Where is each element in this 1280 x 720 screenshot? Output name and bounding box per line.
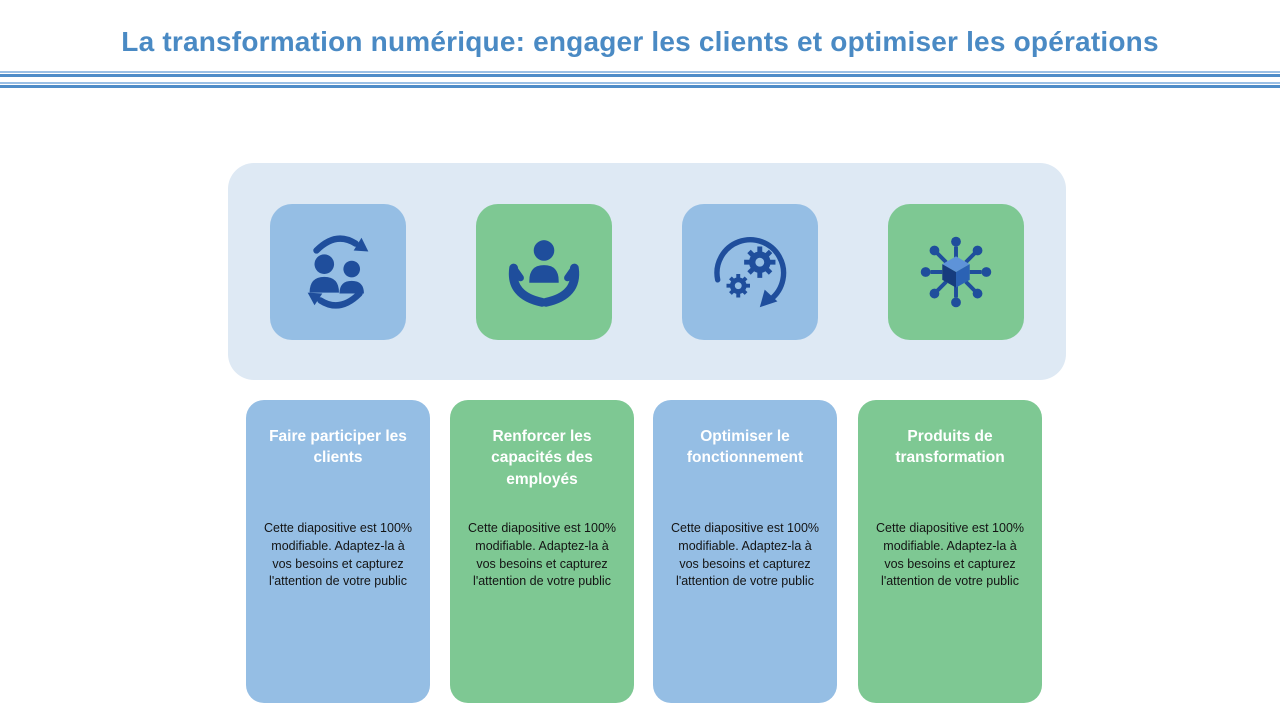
card-title: Faire participer les clients <box>269 428 407 467</box>
card-body: Cette diapositive est 100% modifiable. A… <box>671 521 820 589</box>
card-title: Produits de transformation <box>895 428 1005 467</box>
gears-cycle-icon <box>714 236 787 307</box>
card-engage-customers: Faire participer les clients Cette diapo… <box>246 400 430 703</box>
card-body: Cette diapositive est 100% modifiable. A… <box>876 521 1025 589</box>
icons-panel <box>228 163 1066 380</box>
tile-transform-products <box>888 203 1024 340</box>
tile-engage-customers <box>270 203 406 340</box>
card-transform-products: Produits de transformation Cette diaposi… <box>858 400 1042 703</box>
card-empower-employees: Renforcer les capacités des employés Cet… <box>450 400 634 703</box>
title-divider-bottom <box>0 82 1280 88</box>
network-cube-icon <box>920 236 992 307</box>
slide-title: La transformation numérique: engager les… <box>121 26 1159 57</box>
card-optimize-operations: Optimiser le fonctionnement Cette diapos… <box>653 400 837 703</box>
hands-person-icon <box>508 239 580 307</box>
title-divider-top <box>0 71 1280 77</box>
tile-optimize-operations <box>682 203 818 340</box>
tile-empower-employees <box>476 203 612 340</box>
card-title: Renforcer les capacités des employés <box>491 428 593 488</box>
card-body: Cette diapositive est 100% modifiable. A… <box>468 521 617 589</box>
people-sync-icon <box>307 234 369 309</box>
card-body: Cette diapositive est 100% modifiable. A… <box>264 521 413 589</box>
card-title: Optimiser le fonctionnement <box>686 428 804 467</box>
